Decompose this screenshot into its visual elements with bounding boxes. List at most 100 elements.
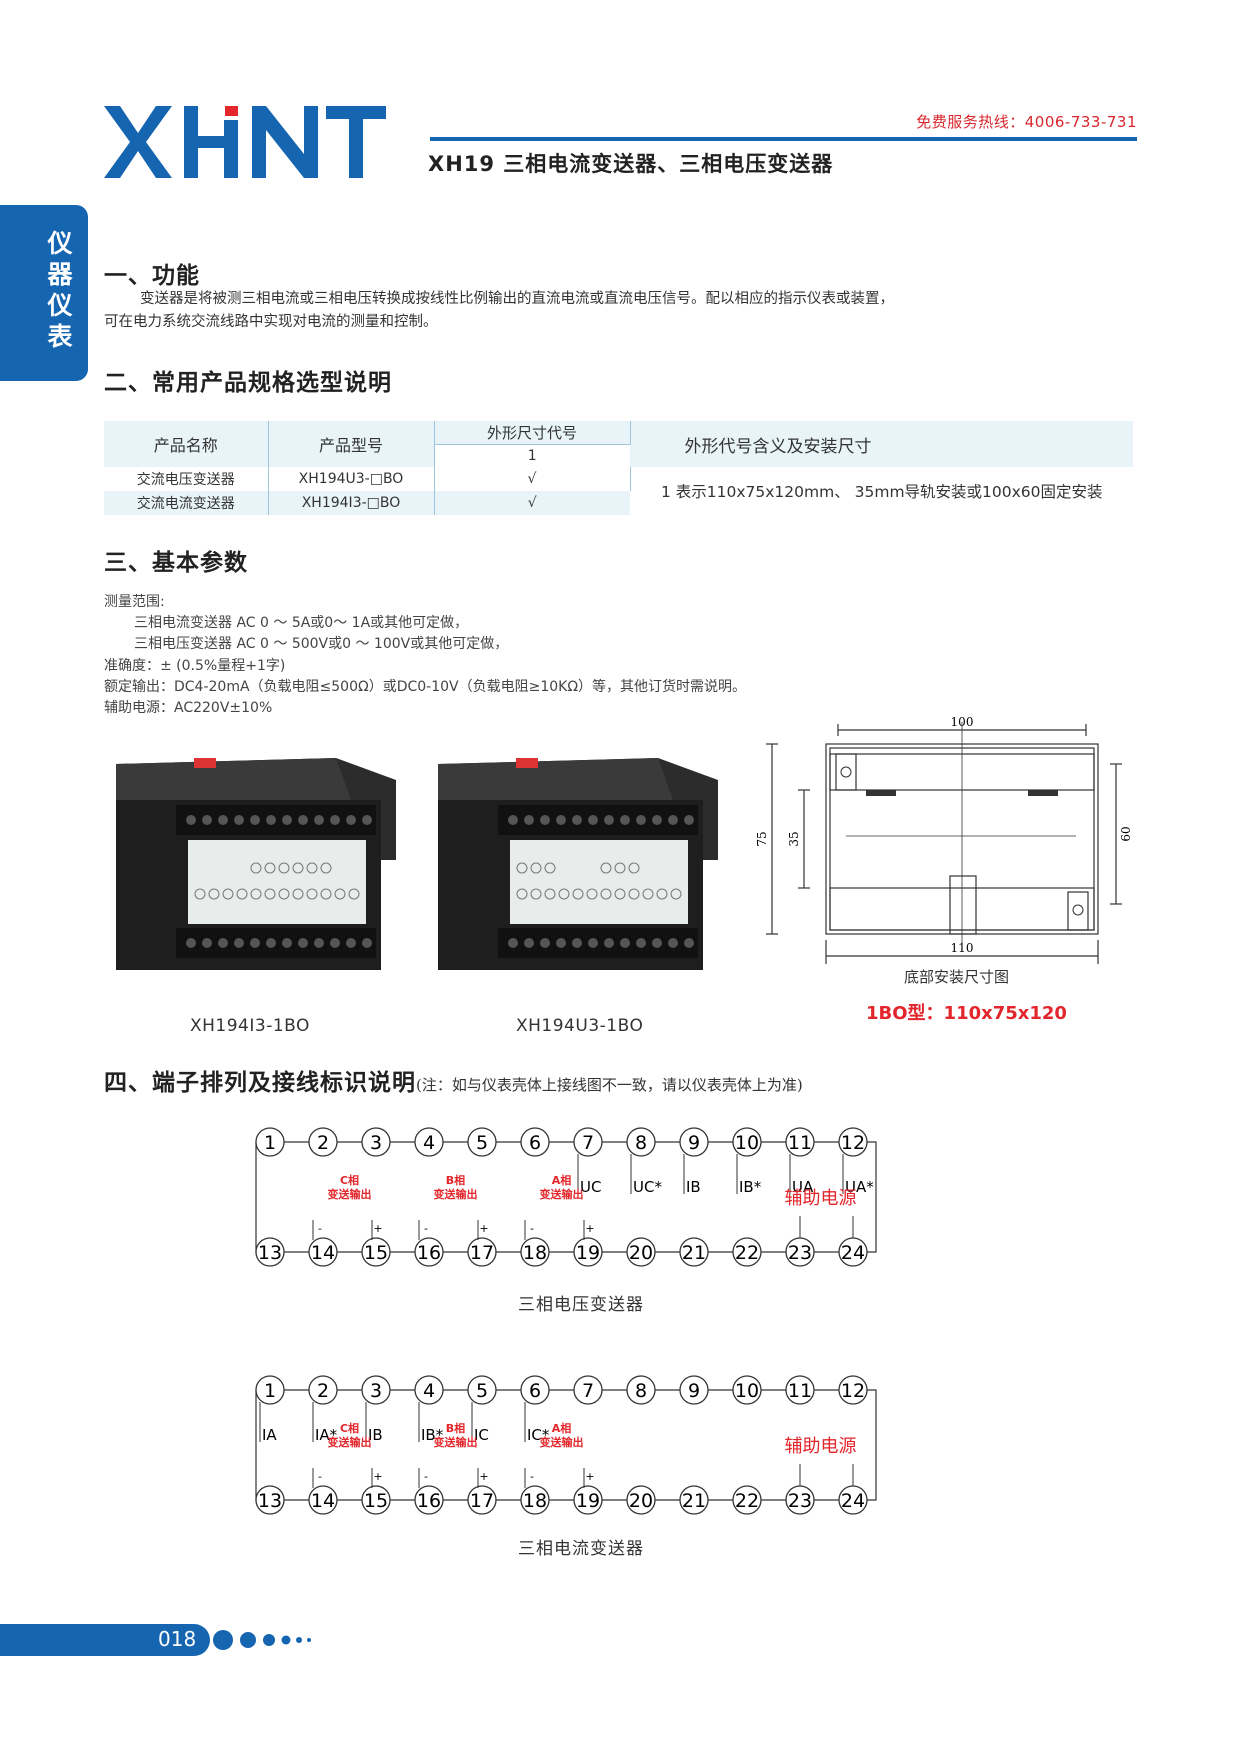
service-hotline: 免费服务热线：4006-733-731 — [916, 113, 1137, 131]
terminal-circle — [626, 1237, 656, 1267]
table-header-name: 产品名称 — [104, 421, 269, 467]
terminal-number: 2 — [317, 1132, 329, 1154]
terminal-signal-label: IB — [368, 1426, 383, 1444]
dim-left-label: 75 — [756, 831, 769, 846]
terminal-number: 10 — [735, 1132, 759, 1154]
terminal-number: 6 — [529, 1132, 541, 1154]
terminal-number: 18 — [523, 1490, 547, 1512]
function-text-line2: 可在电力系统交流线路中实现对电流的测量和控制。 — [104, 314, 438, 330]
terminal-circle — [255, 1485, 285, 1515]
terminal-circle — [838, 1375, 868, 1405]
side-category-tab — [0, 205, 88, 381]
terminal-number: 17 — [470, 1490, 494, 1512]
terminal-circle — [785, 1375, 815, 1405]
table-cell-model: XH194I3-□BO — [268, 491, 435, 515]
terminals-note: (注：如与仪表壳体上接线图不一致，请以仪表壳体上为准) — [416, 1076, 803, 1094]
product-photo-voltage-transmitter — [438, 758, 718, 970]
terminals-heading-text: 四、端子排列及接线标识说明 — [104, 1070, 416, 1096]
plus-sign: + — [373, 1470, 382, 1483]
terminal-circle — [520, 1237, 550, 1267]
terminal-number: 4 — [423, 1132, 435, 1154]
section-heading-terminals: 四、端子排列及接线标识说明(注：如与仪表壳体上接线图不一致，请以仪表壳体上为准) — [104, 1063, 803, 1097]
terminal-number: 14 — [311, 1490, 335, 1512]
type-note: 1BO型：110x75x120 — [866, 1003, 1067, 1024]
output-label: 变送输出 — [434, 1187, 478, 1201]
terminal-number: 3 — [370, 1380, 382, 1402]
aux-power-label: 辅助电源 — [785, 1188, 857, 1209]
plus-sign: + — [585, 1470, 594, 1483]
output-label: 变送输出 — [328, 1435, 372, 1449]
output-label: 变送输出 — [328, 1187, 372, 1201]
terminal-circle — [679, 1375, 709, 1405]
terminal-circle — [308, 1237, 338, 1267]
terminal-number: 23 — [788, 1242, 812, 1264]
terminal-circle — [467, 1485, 497, 1515]
terminal-circle — [573, 1127, 603, 1157]
terminal-number: 4 — [423, 1380, 435, 1402]
terminal-number: 22 — [735, 1490, 759, 1512]
terminal-signal-label: IB — [686, 1178, 701, 1196]
terminal-circle — [732, 1375, 762, 1405]
terminal-number: 7 — [582, 1380, 594, 1402]
terminal-signal-label: UC — [580, 1178, 601, 1196]
minus-sign: - — [318, 1470, 322, 1483]
terminal-circle — [467, 1127, 497, 1157]
terminal-circle — [361, 1485, 391, 1515]
terminal-circle — [414, 1485, 444, 1515]
terminal-number: 18 — [523, 1242, 547, 1264]
terminal-circle — [308, 1375, 338, 1405]
minus-sign: - — [318, 1222, 322, 1235]
dim-top-label: 100 — [951, 715, 974, 729]
plus-sign: + — [373, 1222, 382, 1235]
table-header-model: 产品型号 — [268, 421, 435, 467]
table-row: 交流电流变送器 XH194I3-□BO √ — [104, 491, 1133, 515]
terminal-circle — [573, 1485, 603, 1515]
terminal-signal-label: IA* — [315, 1426, 338, 1444]
terminal-signal-label: IC* — [527, 1426, 550, 1444]
output-phase-label: B相 — [446, 1173, 465, 1187]
terminal-number: 9 — [688, 1380, 700, 1402]
terminal-number: 5 — [476, 1380, 488, 1402]
terminal-number: 24 — [841, 1242, 865, 1264]
terminal-signal-label: IB* — [739, 1178, 762, 1196]
aux-power-label: 辅助电源 — [785, 1436, 857, 1457]
terminal-number: 11 — [788, 1380, 812, 1402]
dim-bottom-label: 110 — [951, 941, 974, 955]
terminal-circle — [520, 1127, 550, 1157]
output-phase-label: C相 — [340, 1173, 359, 1187]
terminal-circle — [732, 1485, 762, 1515]
terminal-circle — [838, 1127, 868, 1157]
dim-right-label: 60 — [1119, 826, 1133, 841]
terminal-signal-label: UC* — [633, 1178, 662, 1196]
terminal-signal-label: UA — [792, 1178, 814, 1196]
terminal-number: 7 — [582, 1132, 594, 1154]
table-header-code-sub: 1 — [434, 444, 630, 467]
terminal-number: 20 — [629, 1490, 653, 1512]
terminal-number: 10 — [735, 1380, 759, 1402]
terminal-number: 11 — [788, 1132, 812, 1154]
terminal-circle — [626, 1375, 656, 1405]
terminal-number: 8 — [635, 1380, 647, 1402]
terminal-signal-label: UA* — [845, 1178, 874, 1196]
terminal-circle — [361, 1237, 391, 1267]
terminal-number: 12 — [841, 1380, 865, 1402]
wiring-caption-current: 三相电流变送器 — [518, 1539, 644, 1559]
param-line: 三相电流变送器 AC 0 ～ 5A或0～ 1A或其他可定做， — [134, 615, 469, 631]
terminal-circle — [679, 1237, 709, 1267]
function-text-line1: 变送器是将被测三相电流或三相电压转换成按线性比例输出的直流电流或直流电压信号。配… — [140, 291, 894, 307]
product-caption-right: XH194U3-1BO — [516, 1016, 644, 1036]
table-cell-mark: √ — [434, 467, 631, 491]
output-phase-label: C相 — [340, 1421, 359, 1435]
terminal-circle — [573, 1237, 603, 1267]
wiring-frame — [255, 1389, 877, 1501]
terminal-signal-label: IA — [262, 1426, 277, 1444]
mounting-dimension-drawing: 100 110 75 35 60 — [756, 715, 1133, 964]
brand-logo — [104, 106, 386, 178]
terminal-number: 19 — [576, 1242, 600, 1264]
terminal-circle — [255, 1127, 285, 1157]
param-line: 额定输出：DC4-20mA（负载电阻≤500Ω）或DC0-10V（负载电阻≥10… — [104, 679, 747, 695]
table-header-code: 外形尺寸代号 — [434, 421, 631, 445]
terminal-circle — [414, 1375, 444, 1405]
side-category-label: 仪器仪表 — [47, 229, 73, 351]
terminal-circle — [520, 1485, 550, 1515]
